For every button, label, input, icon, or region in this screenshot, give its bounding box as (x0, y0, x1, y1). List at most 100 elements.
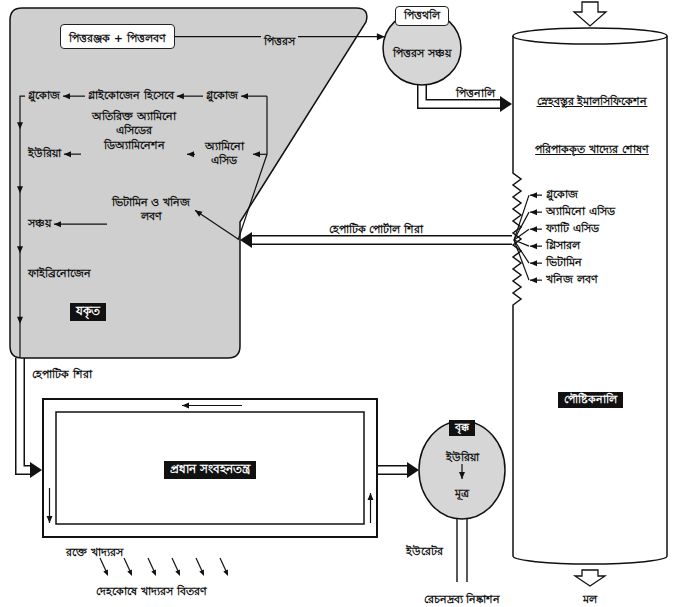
edge-label: হেপাটিক শিরা (32, 368, 92, 382)
arrow-head (187, 151, 194, 157)
alimentary-canal-text-slot: পৌষ্টিকনালি (390, 388, 688, 408)
arrow-head (182, 403, 189, 409)
edge-label-slot: হেপাটিক শিরা (32, 363, 332, 382)
text-label-slot: ভিটামিন ও খনিজ লবণ (110, 196, 192, 225)
vessel-lumen (20, 358, 31, 470)
arrow-head (253, 151, 260, 157)
alimentary-canal-text-slot: পরিপাককৃত খাদ্যের শোষণ (392, 138, 688, 157)
ureter-wall (456, 518, 457, 582)
kidney-text: বৃক্ক (449, 420, 475, 436)
text-label: ফাইব্রিনোজেন (28, 267, 91, 281)
arrow-head (30, 462, 42, 478)
vessel-outer (43, 399, 377, 537)
alimentary-canal-text-slot: গ্লিসারল (546, 234, 688, 253)
liver-organ-shape (10, 8, 372, 360)
arrow-head (17, 122, 23, 129)
liver-pathways (17, 93, 267, 358)
alimentary-canal-text-slot: খনিজ লবণ (546, 268, 688, 287)
alimentary-canal-text-slot: স্নেহবস্তুর ইমালসিফিকেশন (392, 90, 688, 109)
kidney-text: মূত্র (455, 487, 469, 501)
vessel-wall (20, 358, 31, 470)
arrow-head (127, 570, 132, 577)
liver-fill (10, 8, 367, 358)
text-label-slot: সঞ্চয় (28, 212, 328, 231)
distribution-line (148, 558, 154, 571)
vessel-wall (251, 235, 512, 245)
bile-pigment-box-text: পিত্তরঞ্জক + পিত্তলবণ (69, 32, 166, 46)
arrow-head (17, 186, 23, 193)
liver-organ-text: যকৃত (70, 303, 106, 321)
text-label-slot: ইউরেটর (406, 540, 688, 559)
gut-villi-wall (513, 36, 521, 556)
renal-vessel (378, 462, 419, 478)
vessel-inner (56, 412, 364, 524)
text-label: মল (583, 593, 597, 607)
distribution-line (196, 558, 202, 571)
flow-line (54, 224, 107, 225)
gall-bladder-text-slot: পিত্তথলি (222, 4, 622, 26)
text-label-slot: ফাইব্রিনোজেন (28, 262, 328, 281)
liver-organ-text-slot: যকৃত (70, 300, 150, 321)
vessel-wall (422, 85, 501, 104)
arrow-head (530, 192, 537, 198)
distribution-line (172, 558, 178, 571)
arrow-head (177, 93, 184, 99)
alimentary-canal-text: গ্লিসারল (546, 239, 580, 253)
arrow-head (199, 570, 204, 577)
edge-label: পিত্তরস (261, 35, 298, 49)
arrow-head (241, 93, 248, 99)
kidney: বৃক্ক ইউরিয়া মূত্র (418, 420, 506, 520)
text-label: গ্লুকোজ (206, 89, 238, 103)
bile-pigment-box: পিত্তরঞ্জক + পিত্তলবণ (60, 24, 175, 49)
vessel-lumen (251, 237, 512, 244)
text-label-slot: অতিরিক্ত অ্যামিনো এসিডের ডিঅ্যামিনেশন (84, 110, 184, 153)
distribution-line (124, 558, 130, 571)
alimentary-canal-text-slot: ভিটামিন (546, 251, 688, 270)
arrow-head (530, 226, 537, 232)
distribution-line (100, 558, 106, 571)
alimentary-canal-text: ভিটামিন (546, 256, 582, 270)
alimentary-canal-text: পৌষ্টিকনালি (558, 392, 623, 408)
main-circulation: প্রধান সংবহনতন্ত্র (42, 398, 378, 538)
alimentary-canal-shape (512, 28, 668, 570)
main-circulation-text: প্রধান সংবহনতন্ত্র (164, 461, 256, 479)
arrow-head (64, 151, 71, 157)
distribution-heads (103, 570, 228, 577)
vessel-lumen (422, 85, 501, 104)
gut-wall (666, 36, 668, 556)
text-label: দেহকোষে খাদ্যরস বিতরণ (96, 585, 207, 599)
food-in-arrow (574, 2, 606, 26)
arrow-head (407, 462, 419, 478)
text-label-slot: গ্লুকোজ (28, 84, 328, 103)
alimentary-canal-text: অ্যামিনো এসিড (546, 205, 615, 219)
edge-label: পিত্তনালি (456, 87, 495, 101)
text-label: রক্তে খাদ্যরস (66, 546, 123, 560)
text-label: ইউরিয়া (28, 147, 61, 161)
text-label: গ্লাইকোজেন হিসেবে (88, 89, 174, 103)
arrow-head (103, 570, 108, 577)
alimentary-canal-text: গ্লুকোজ (546, 188, 578, 202)
vessel-lumen (378, 467, 408, 474)
text-label: সঞ্চয় (28, 217, 51, 231)
alimentary-canal-text-slot: গ্লুকোজ (546, 183, 688, 202)
arrow-head (530, 260, 537, 266)
text-label-slot: গ্লাইকোজেন হিসেবে (88, 84, 388, 103)
kidney-text-slot: বৃক্ক (262, 416, 662, 436)
gut-bottom (513, 556, 667, 564)
liver-outline (10, 8, 367, 358)
arrow-head (459, 472, 465, 479)
flow-line (514, 195, 529, 240)
kidney-text: ইউরিয়া (446, 451, 479, 465)
alimentary-canal-text-slot: অ্যামিনো এসিড (546, 200, 688, 219)
text-label: ইউরেটর (406, 545, 443, 559)
arrow-head (530, 209, 537, 215)
alimentary-canal-text-slot: ফ্যাটি এসিড (546, 217, 688, 236)
text-label-slot: দেহকোষে খাদ্যরস বিতরণ (96, 580, 396, 599)
flow-line (182, 405, 242, 406)
arrow-head (151, 570, 156, 577)
gall-bladder: পিত্তথলিপিত্তরস সঞ্চয় (382, 10, 462, 86)
alimentary-canal-text: পরিপাককৃত খাদ্যের শোষণ (535, 143, 649, 157)
kidney-text-slot: মূত্র (262, 482, 662, 501)
text-label: অ্যামিনো এসিড (198, 140, 250, 169)
